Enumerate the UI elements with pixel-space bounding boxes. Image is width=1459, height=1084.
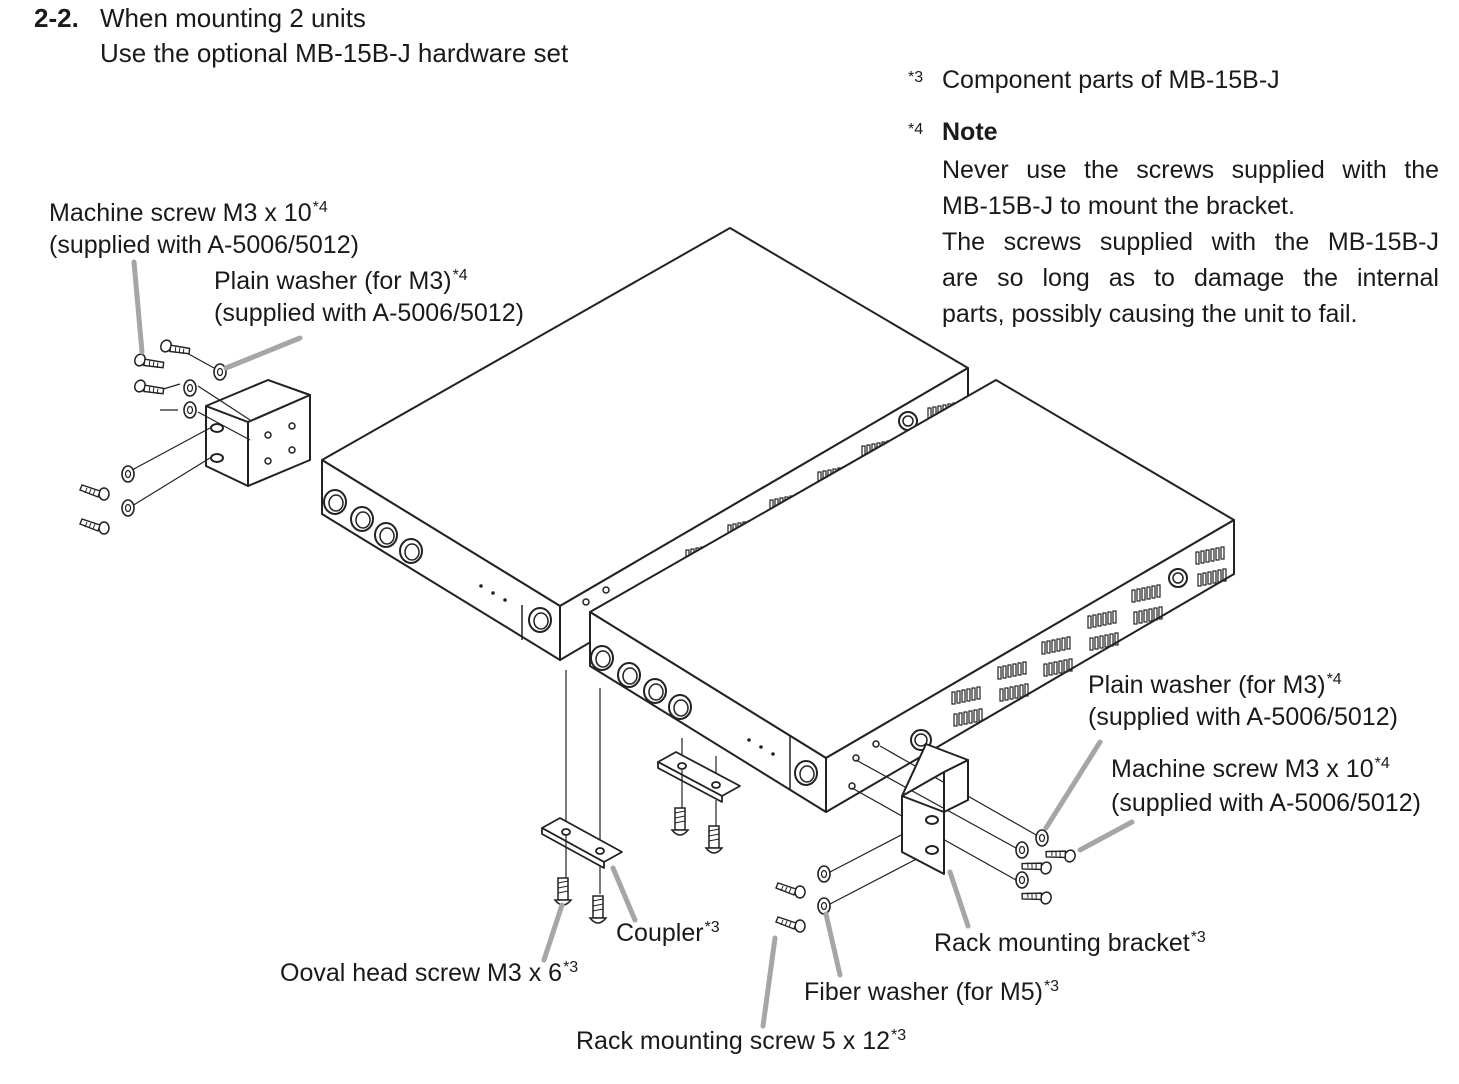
- label-fiber-washer: Fiber washer (for M5)*3: [804, 977, 1060, 1006]
- label-machine-screw-right: Machine screw M3 x 10*4: [1111, 754, 1390, 783]
- label-plain-washer-right: Plain washer (for M3)*4: [1088, 670, 1342, 699]
- note-line-2: MB-15B-J to mount the bracket.: [942, 192, 1295, 220]
- section-number: 2-2.: [34, 3, 79, 33]
- note-line-3: The screws supplied with the MB-15B-J: [942, 228, 1439, 256]
- coupler-2: [657, 738, 741, 826]
- coupler-1: [541, 670, 623, 894]
- unit-back-knobs: [323, 489, 610, 633]
- footnote-4-mark: *4: [908, 121, 924, 138]
- note-line-4: are so long as to damage the internal: [942, 264, 1439, 292]
- label-machine-screw-left-sub: (supplied with A-5006/5012): [49, 231, 359, 259]
- note-line-1: Never use the screws supplied with the: [942, 156, 1439, 184]
- footnote-4-body: Never use the screws supplied with the M…: [942, 152, 1439, 332]
- label-plain-washer-left-sub: (supplied with A-5006/5012): [214, 299, 524, 327]
- unit-front-vents: [910, 546, 1227, 751]
- footnote-4-heading: Note: [942, 118, 998, 146]
- label-machine-screw-left: Machine screw M3 x 10*4: [49, 198, 328, 227]
- note-line-5: parts, possibly causing the unit to fail…: [942, 300, 1358, 328]
- label-rack-bracket: Rack mounting bracket*3: [934, 928, 1206, 957]
- label-plain-washer-right-sub: (supplied with A-5006/5012): [1088, 703, 1398, 731]
- oval-head-screws-1: [554, 877, 607, 924]
- oval-head-screws-2: [671, 807, 723, 854]
- footnote-3-text: Component parts of MB-15B-J: [942, 66, 1280, 94]
- footnote-3-mark: *3: [908, 69, 924, 86]
- unit-front-knobs: [590, 645, 880, 790]
- label-oval-head-screw: Ooval head screw M3 x 6*3: [280, 958, 579, 987]
- label-rack-screw: Rack mounting screw 5 x 12*3: [576, 1026, 907, 1055]
- section-title: When mounting 2 units: [100, 3, 366, 33]
- leader-lines: [131, 259, 1135, 1029]
- left-assembly-lines: [131, 351, 251, 507]
- section-subtitle: Use the optional MB-15B-J hardware set: [100, 38, 569, 68]
- left-hardware: [79, 334, 227, 535]
- rack-bracket-right: [901, 743, 969, 875]
- rack-bracket-left: [205, 379, 311, 487]
- label-plain-washer-left: Plain washer (for M3)*4: [214, 266, 468, 295]
- label-coupler: Coupler*3: [616, 918, 720, 947]
- label-machine-screw-right-sub: (supplied with A-5006/5012): [1111, 789, 1421, 817]
